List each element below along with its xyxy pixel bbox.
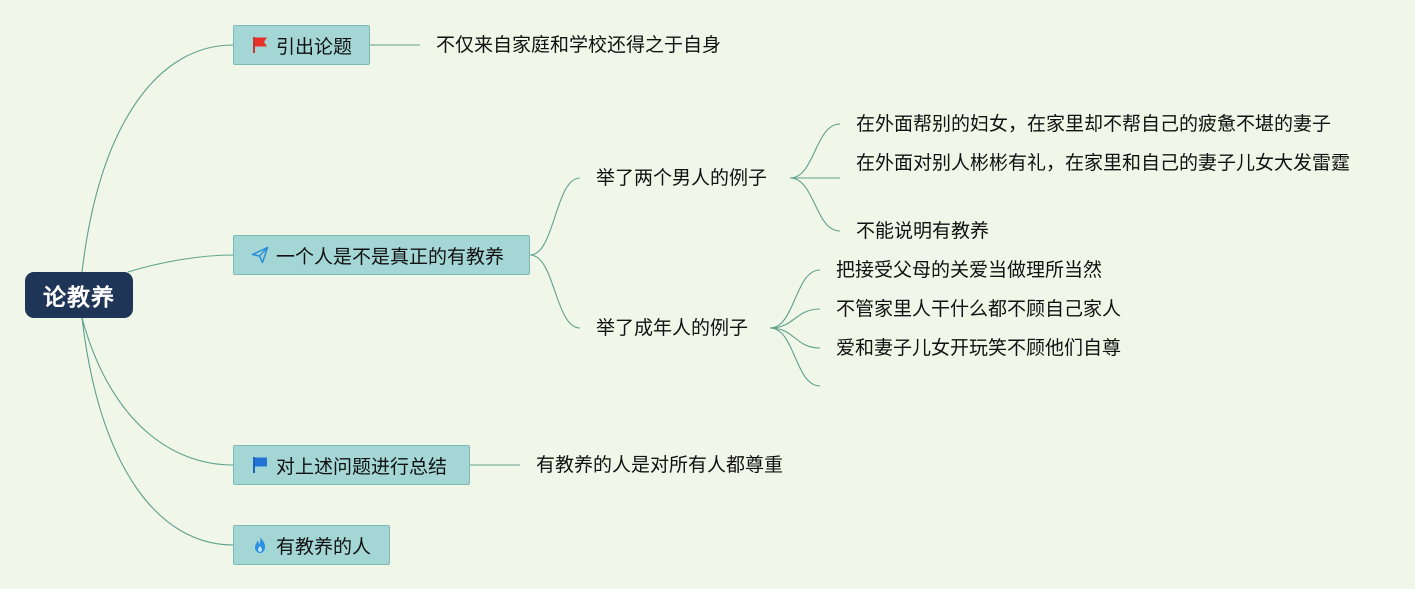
leaf-helps-others-not-wife[interactable]: 在外面帮别的妇女，在家里却不帮自己的疲惫不堪的妻子 [856,110,1331,139]
branch-node-cultured-person[interactable]: 有教养的人 [233,525,390,565]
branch-label: 对上述问题进行总结 [276,455,448,478]
sub-node-label: 举了成年人的例子 [596,317,749,339]
branch-label: 引出论题 [276,35,353,58]
branch-node-intro[interactable]: 引出论题 [233,25,370,65]
leaf-label: 爱和妻子儿女开玩笑不顾他们自尊 [836,337,1122,359]
leaf-label: 有教养的人是对所有人都尊重 [536,454,784,476]
leaf-not-cultured[interactable]: 不能说明有教养 [856,217,989,246]
paper-plane-icon [250,245,270,265]
root-label: 论教养 [43,285,115,311]
branch-label: 一个人是不是真正的有教养 [276,245,505,268]
root-node[interactable]: 论教养 [25,272,133,318]
leaf-take-parents-love-granted[interactable]: 把接受父母的关爱当做理所当然 [836,256,1102,285]
link-sub-2-leaf-3 [769,327,821,349]
link-sub-1-leaf-3 [789,177,841,232]
leaf-label: 不能说明有教养 [856,220,990,242]
leaf-label: 在外面对别人彬彬有礼，在家里和自己的妻子儿女大发雷霆 [856,152,1351,174]
sub-node-label: 举了两个男人的例子 [596,167,768,189]
leaf-label: 不管家里人干什么都不顾自己家人 [836,298,1122,320]
red-flag-icon [250,35,270,55]
link-sub-2-leaf-4 [769,327,821,387]
branch-node-real-manners[interactable]: 一个人是不是真正的有教养 [233,235,530,275]
leaf-source-of-manners[interactable]: 不仅来自家庭和学校还得之于自身 [436,31,721,60]
leaf-label: 不仅来自家庭和学校还得之于自身 [436,34,722,56]
branch-label: 有教养的人 [276,535,372,558]
leaf-label: 把接受父母的关爱当做理所当然 [836,259,1103,281]
sub-node-adult-example[interactable]: 举了成年人的例子 [596,314,748,343]
leaf-label: 在外面帮别的妇女，在家里却不帮自己的疲惫不堪的妻子 [856,113,1332,135]
link-root-branch-2 [127,254,234,273]
link-sub-2-leaf-2 [769,308,821,329]
link-root-branch-1 [81,44,234,273]
leaf-respect-everyone[interactable]: 有教养的人是对所有人都尊重 [536,451,783,480]
link-sub-2-leaf-1 [769,269,821,329]
link-branch-2-sub-2 [529,254,581,329]
sub-node-two-men-example[interactable]: 举了两个男人的例子 [596,164,767,193]
link-root-branch-4 [81,317,234,546]
link-root-branch-3 [81,317,234,466]
fire-icon [250,535,270,555]
link-branch-2-sub-1 [529,177,581,256]
blue-flag-icon [250,455,270,475]
leaf-ignore-family[interactable]: 不管家里人干什么都不顾自己家人 [836,295,1121,324]
link-sub-1-leaf-1 [789,123,841,179]
leaf-joke-ignoring-dignity[interactable]: 爱和妻子儿女开玩笑不顾他们自尊 [836,334,1121,363]
branch-node-summary[interactable]: 对上述问题进行总结 [233,445,470,485]
leaf-polite-outside-angry-home[interactable]: 在外面对别人彬彬有礼，在家里和自己的妻子儿女大发雷霆 [856,149,1376,178]
